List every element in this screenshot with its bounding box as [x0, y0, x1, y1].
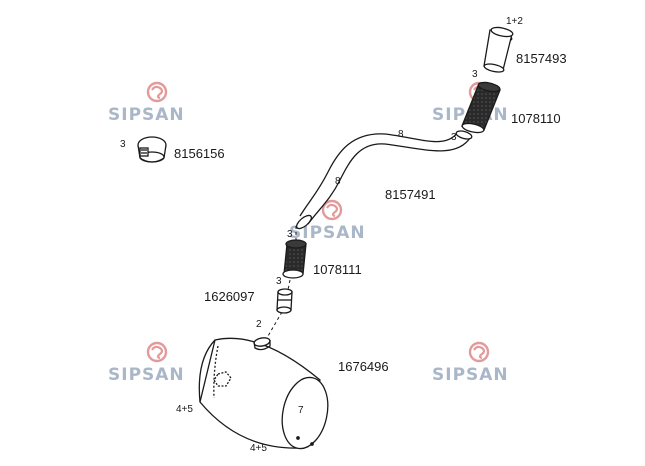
label-lower-hose-part: 1078111 — [313, 262, 362, 277]
label-clamp-part: 8156156 — [174, 146, 225, 161]
assembly-lines — [267, 226, 297, 337]
part-adapter[interactable] — [276, 288, 293, 314]
qty-muffler-bottom: 4+5 — [250, 443, 267, 454]
label-adapter-part: 1626097 — [204, 289, 255, 304]
watermark-text: SIPSAN — [108, 365, 185, 385]
watermark-text: SIPSAN — [289, 223, 366, 243]
qty-muffler-inlet: 2 — [256, 319, 262, 330]
qty-bent-pipe-a: 8 — [398, 129, 404, 140]
qty-lower-hose-bottom: 3 — [276, 276, 282, 287]
qty-bent-pipe-b: 8 — [335, 176, 341, 187]
qty-clamp: 3 — [120, 139, 126, 150]
qty-muffler-face: 7 — [298, 405, 304, 416]
part-upper-hose[interactable] — [461, 81, 501, 134]
part-bent-pipe[interactable] — [295, 130, 473, 231]
watermark-3: SIPSAN — [289, 199, 366, 243]
qty-lower-hose-top: 3 — [287, 229, 293, 240]
part-lower-hose[interactable] — [282, 239, 307, 279]
label-top-pipe-part: 8157493 — [516, 51, 567, 66]
sipsan-logo-icon — [146, 341, 168, 363]
sipsan-logo-icon — [468, 341, 490, 363]
label-upper-hose-part: 1078110 — [511, 111, 561, 126]
qty-muffler-left: 4+5 — [176, 404, 193, 415]
watermark-text: SIPSAN — [108, 105, 185, 125]
watermark-5: SIPSAN — [432, 341, 509, 385]
qty-upper-hose-top: 3 — [472, 69, 478, 80]
watermark-1: SIPSAN — [108, 81, 185, 125]
part-top-pipe[interactable] — [483, 26, 514, 74]
watermark-4: SIPSAN — [108, 341, 185, 385]
label-bent-pipe-part: 8157491 — [385, 187, 436, 202]
qty-top-pipe: 1+2 — [506, 16, 523, 27]
watermark-text: SIPSAN — [432, 365, 509, 385]
qty-upper-hose-bottom: 3 — [451, 132, 457, 143]
sipsan-logo-icon — [146, 81, 168, 103]
part-muffler[interactable] — [198, 337, 334, 453]
part-clamp[interactable] — [137, 136, 167, 163]
sipsan-logo-icon — [321, 199, 343, 221]
label-muffler-part: 1676496 — [338, 359, 389, 374]
